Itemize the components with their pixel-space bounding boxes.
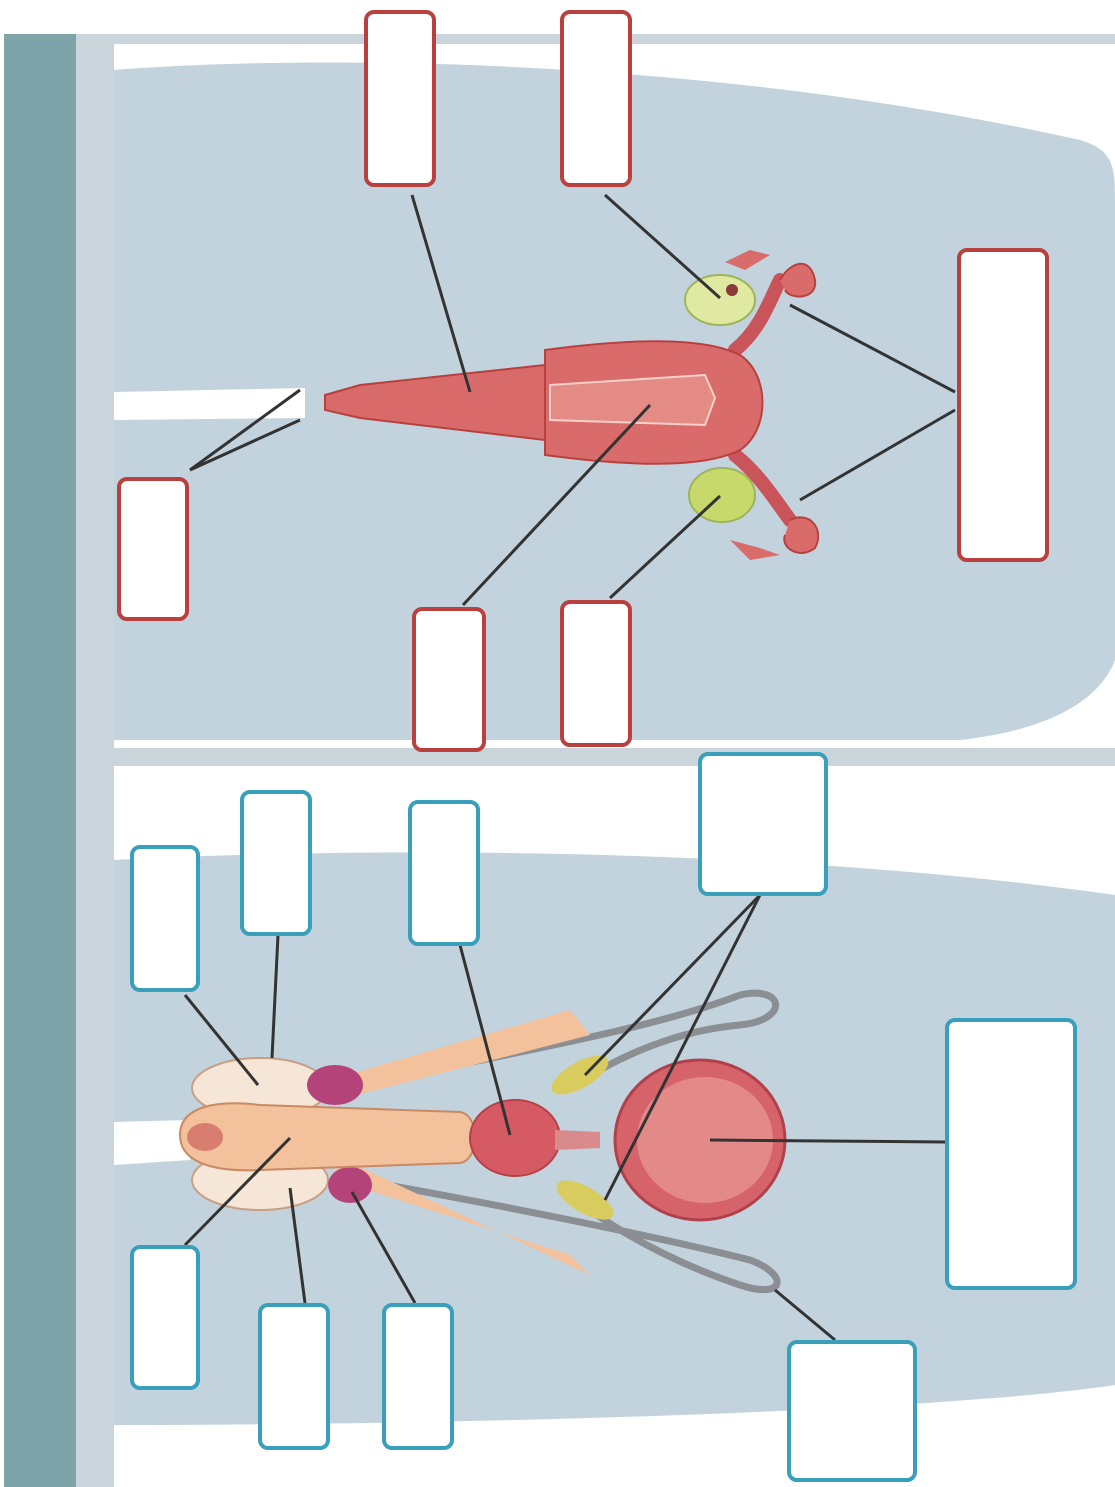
epididymis-icon [307, 1065, 363, 1105]
male-label-5[interactable] [945, 1018, 1077, 1290]
uterus-icon [544, 340, 764, 465]
female-label-4[interactable] [117, 477, 189, 621]
epididymis-icon-lower [328, 1167, 372, 1203]
male-label-8[interactable] [382, 1303, 454, 1450]
male-label-4[interactable] [698, 752, 828, 896]
male-label-9[interactable] [787, 1340, 917, 1482]
prostate-icon [469, 1099, 561, 1177]
fallopian-tube-icon [725, 250, 820, 560]
penis-icon [178, 1102, 476, 1172]
female-leader-lines [189, 193, 956, 607]
panel-divider [114, 748, 1115, 766]
female-label-5[interactable] [412, 607, 486, 752]
female-label-1[interactable] [364, 10, 436, 187]
female-label-6[interactable] [560, 600, 632, 747]
left-bar [4, 34, 76, 1487]
male-label-1[interactable] [130, 845, 200, 992]
female-organs [324, 250, 820, 560]
male-label-6[interactable] [130, 1245, 200, 1390]
male-leader-lines [183, 893, 946, 1342]
male-label-3[interactable] [408, 800, 480, 946]
female-label-3[interactable] [957, 248, 1049, 562]
inner-bar [76, 34, 114, 1487]
ovary-icon [684, 274, 756, 326]
male-label-2[interactable] [240, 790, 312, 936]
seminal-vesicle-icon-lower [556, 1180, 614, 1220]
male-label-7[interactable] [258, 1303, 330, 1450]
female-label-2[interactable] [560, 10, 632, 187]
vagina-icon [324, 363, 546, 442]
